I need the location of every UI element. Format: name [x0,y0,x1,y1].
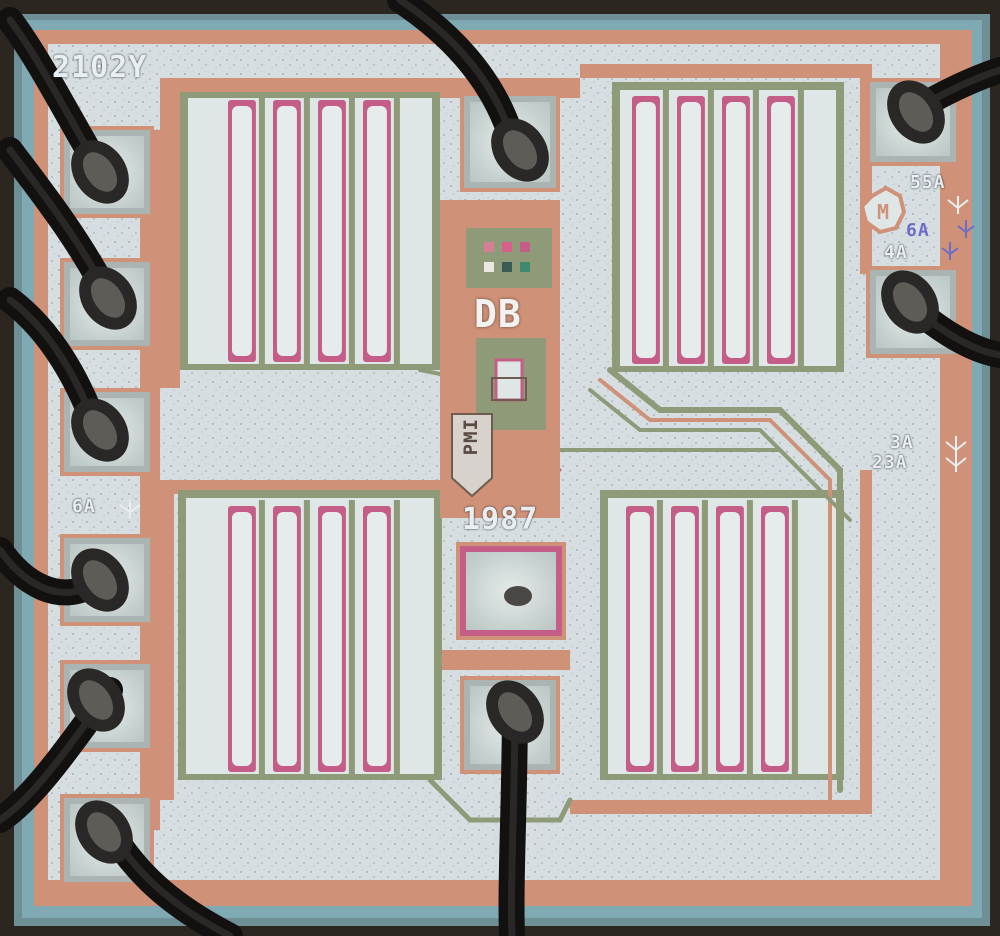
fingers-top-left [228,94,400,368]
logo-mark: M [877,200,889,224]
fingers-bottom-left [228,500,400,778]
fingers-bottom-right [626,500,798,778]
center-bond-ball [504,586,532,606]
finger-groups [228,90,804,778]
test-structure [466,228,552,288]
fingers-top-right [632,90,804,370]
center-block [440,218,560,518]
logo: M [859,185,907,235]
test-marks-purple [941,220,975,260]
pmi-arrow [451,413,493,498]
test-marks [119,196,969,518]
